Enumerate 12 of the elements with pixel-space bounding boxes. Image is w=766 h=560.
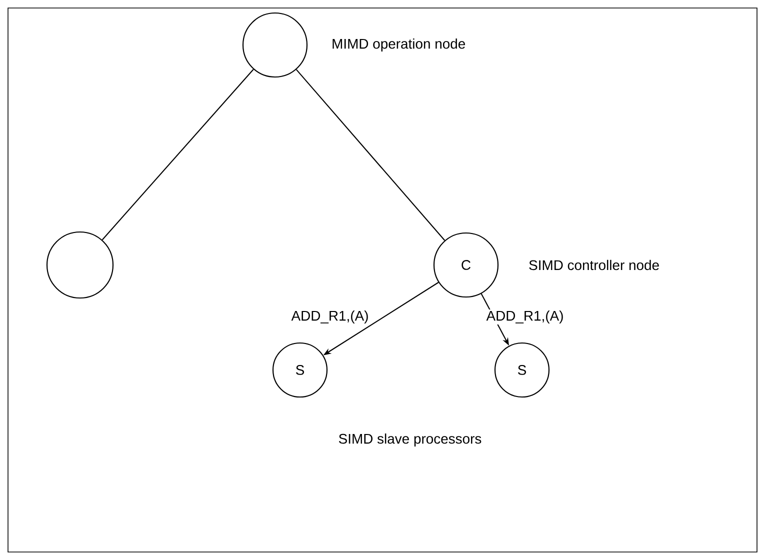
circle-node bbox=[242, 12, 308, 78]
edge-label: ADD_R1,(A) bbox=[485, 310, 565, 324]
connector-line bbox=[102, 68, 254, 240]
circle-node: S bbox=[272, 342, 328, 398]
group-caption: SIMD slave processors bbox=[338, 434, 482, 446]
circle-node: C bbox=[433, 232, 499, 298]
circle-node: S bbox=[494, 342, 550, 398]
node-caption: MIMD operation node bbox=[332, 38, 466, 52]
node-caption: SIMD controller node bbox=[529, 260, 659, 270]
edge-label: ADD_R1,(A) bbox=[290, 310, 370, 324]
connector-line bbox=[296, 69, 446, 241]
circle-node bbox=[46, 231, 114, 299]
